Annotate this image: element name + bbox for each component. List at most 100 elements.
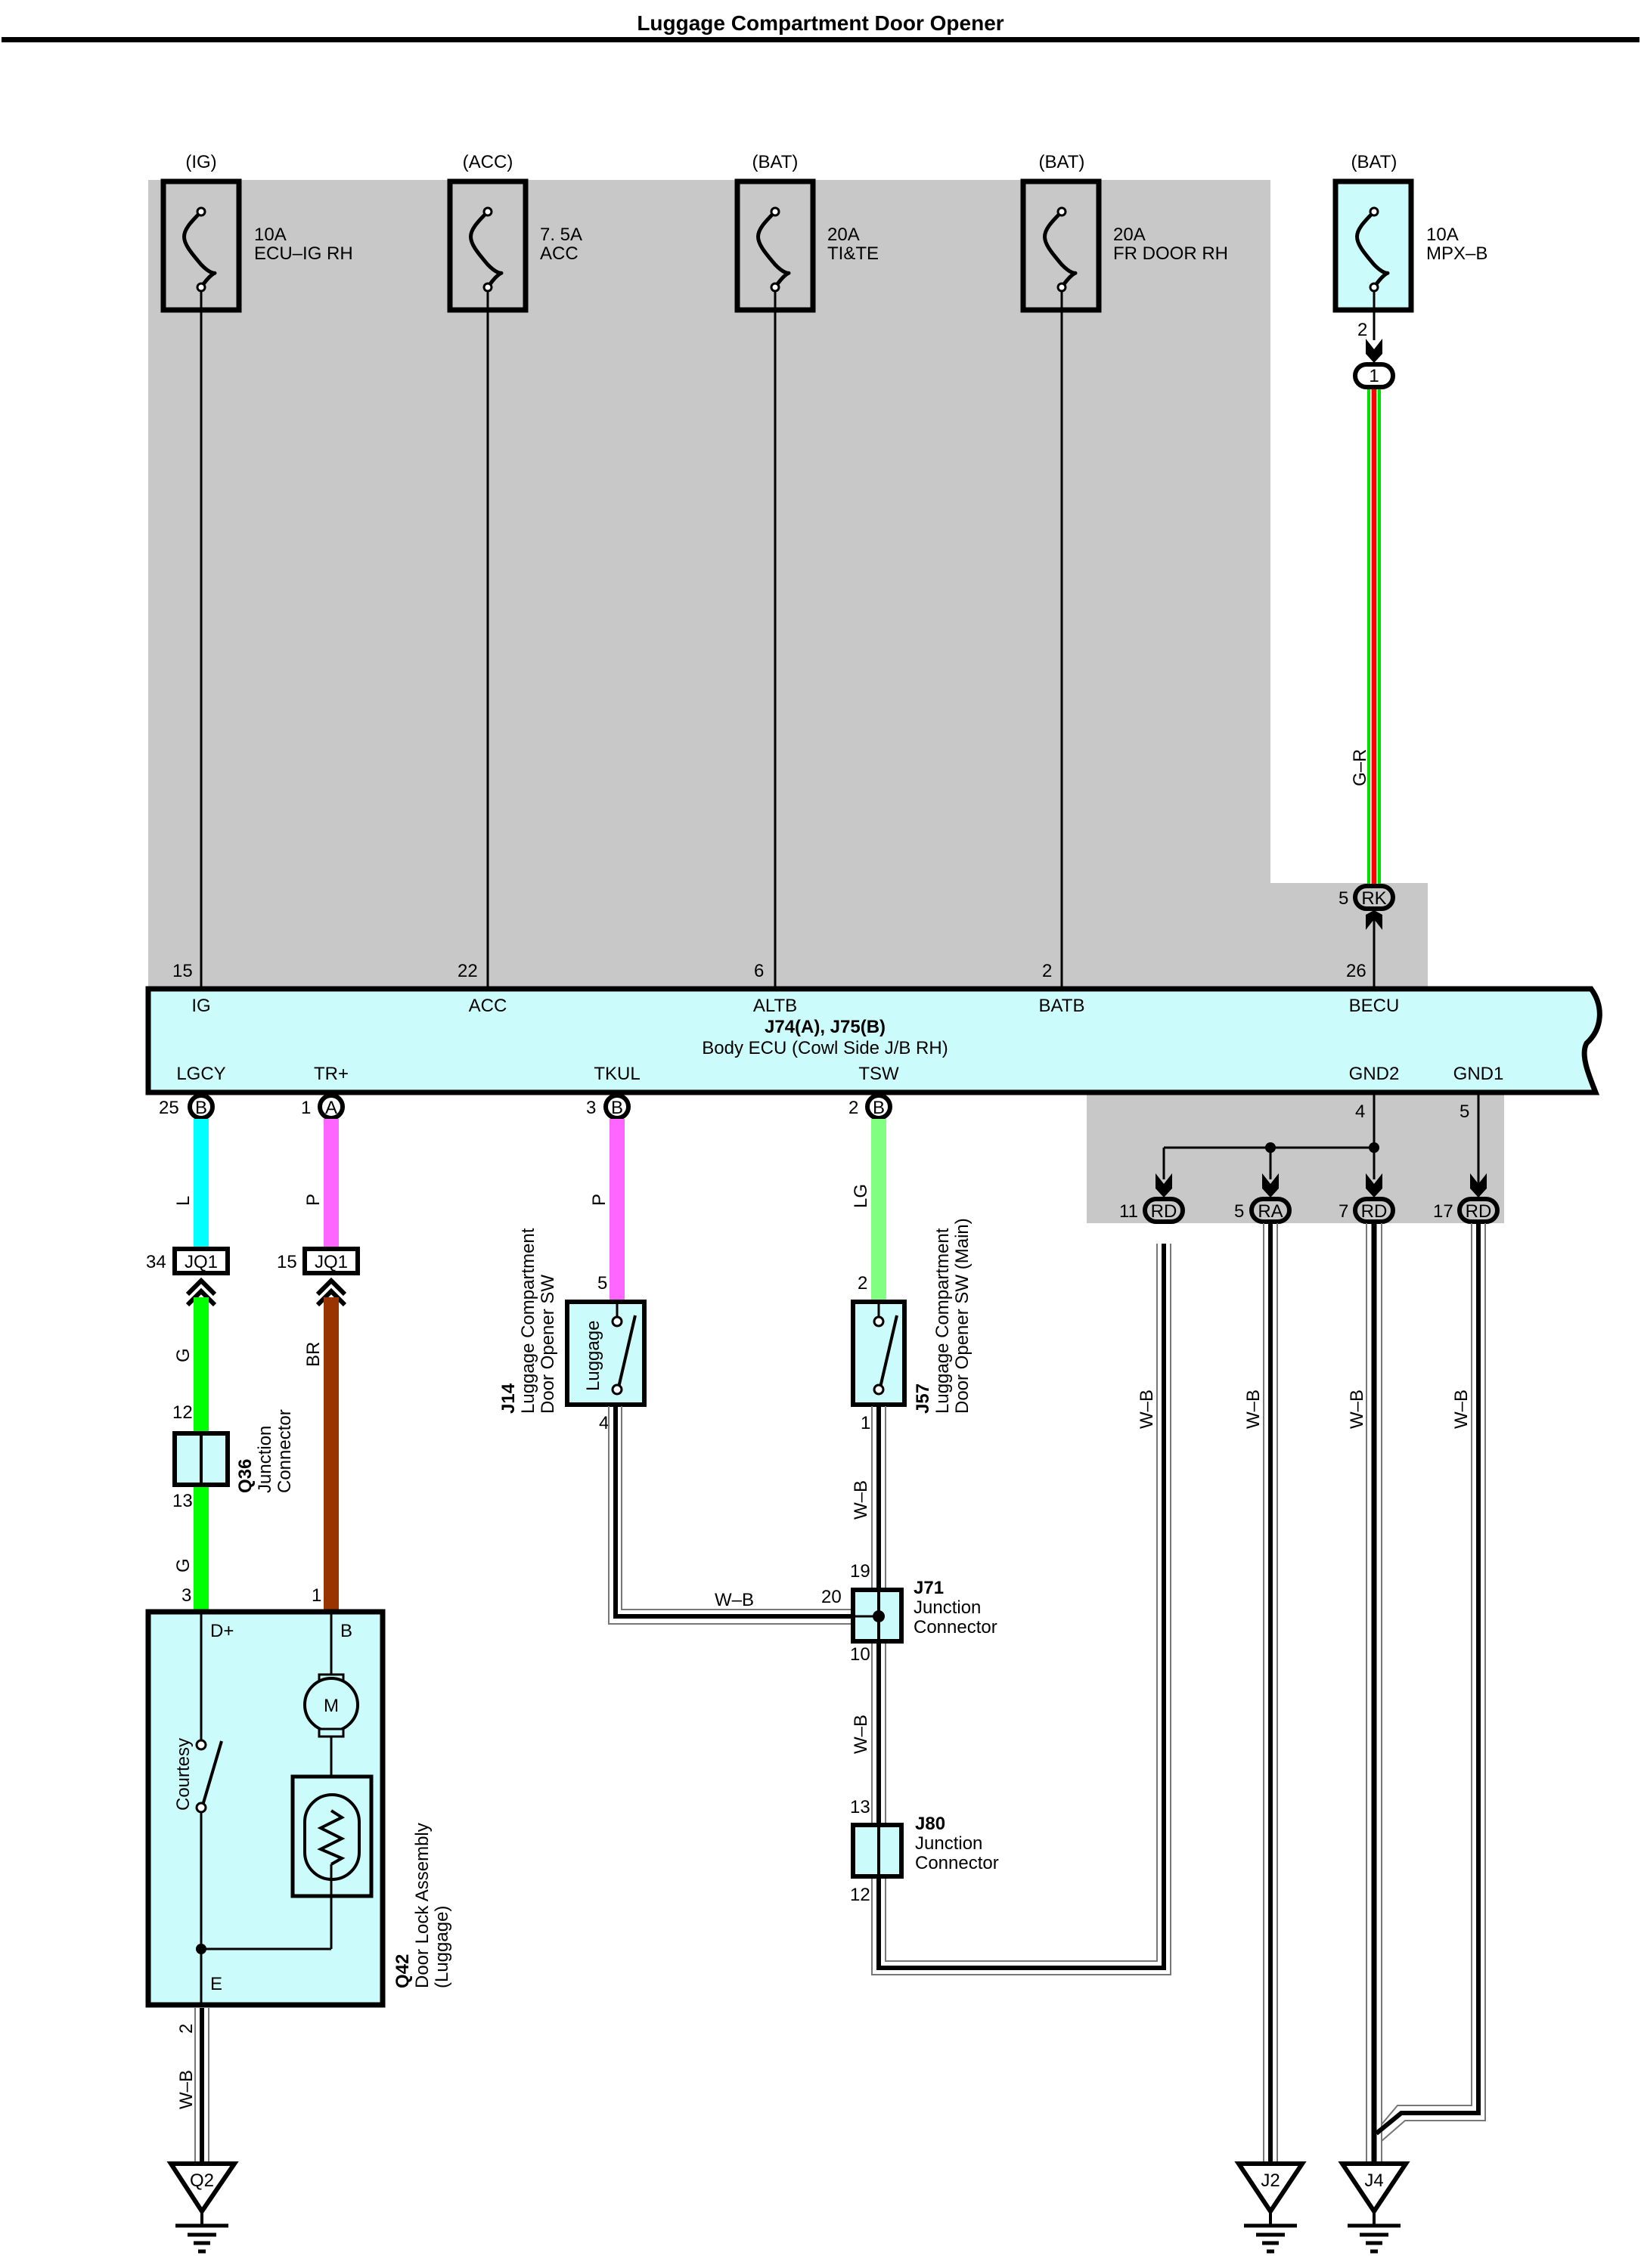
ecu-terminal-altb: ALTB: [753, 996, 797, 1016]
wire-p: [610, 1119, 625, 1300]
fuse-source-label: (BAT): [1039, 152, 1085, 172]
wire-lg: [871, 1119, 886, 1300]
fuse-ti-te: (BAT) 20A TI&TE 6: [734, 152, 879, 989]
wire-color-label: L: [173, 1196, 194, 1206]
ecu-terminal-becu: BECU: [1349, 996, 1400, 1016]
terminal-e: E: [210, 1974, 222, 1994]
fuse-source-label: (BAT): [752, 152, 799, 172]
wire-color-label: P: [589, 1194, 610, 1206]
connector-1: [1353, 362, 1395, 389]
wb-harness: W–B W–B W–B: [608, 1244, 1171, 1975]
connector-rk: [1353, 884, 1395, 911]
fuse-ecu-ig-rh: (IG) 10A ECU–IG RH 15: [160, 152, 353, 989]
ecu-terminal-tsw: TSW: [858, 1064, 899, 1084]
fuse-source-label: (ACC): [463, 152, 513, 172]
wire-color-label: W–B: [715, 1590, 754, 1610]
title-rule: [2, 37, 1639, 42]
wire-color-label: W–B: [1347, 1390, 1367, 1429]
pin-number: 20: [821, 1587, 842, 1607]
ground-q2: 2 W–B Q2: [166, 2008, 239, 2254]
fuse-icon: [756, 210, 791, 289]
fuse-fr-door-rh: (BAT) 20A FR DOOR RH 2: [1020, 152, 1228, 989]
j14-code: J14: [498, 1383, 519, 1414]
lgcy-circuit: L JQ1 34 G 12 13 Q36 Junction Connector …: [146, 1119, 295, 1612]
ecu-pin-tkul: B 3: [586, 1093, 631, 1120]
ground-point-label: Q2: [190, 2170, 214, 2191]
pin-number: 5: [1234, 1201, 1244, 1222]
pin-number: 1: [861, 1413, 870, 1433]
pin-number: 2: [176, 2024, 197, 2034]
fuse-acc: (ACC) 7. 5A ACC 22: [447, 152, 582, 989]
ground-j2: J2: [1234, 2161, 1307, 2254]
connector-arrow-icon: [1366, 910, 1382, 930]
pin-number: 10: [850, 1644, 870, 1665]
ground-connector-ra-5: RA 5 W–B: [1234, 1197, 1292, 2164]
j80-name: Connector: [915, 1853, 999, 1873]
fuse-name: TI&TE: [827, 243, 879, 264]
pin-number: 2: [848, 1098, 858, 1118]
fuse-rating: 20A: [827, 225, 860, 245]
ecu-ground-distribution: 4 5: [1156, 1092, 1487, 1202]
ecu-code: J74(A), J75(B): [765, 1017, 886, 1037]
j57-name: Door Opener SW (Main): [952, 1218, 973, 1414]
ecu-pin-label: 26: [1346, 961, 1366, 981]
wire-color-label: W–B: [1137, 1390, 1157, 1429]
ecu-pin-tsw: B 2: [848, 1093, 892, 1120]
fuse-icon: [1355, 210, 1390, 289]
wire-color-label: G: [173, 1558, 194, 1572]
q36-name: Connector: [275, 1409, 295, 1493]
ecu-terminal-acc: ACC: [469, 996, 507, 1016]
ground-connector-rd-11: RD 11 W–B: [1119, 1197, 1185, 1429]
switch-inner-label: Luggage: [583, 1321, 603, 1391]
connector-label: RA: [1258, 1201, 1283, 1222]
wire-color-label: P: [303, 1194, 324, 1206]
connector-label: JQ1: [185, 1252, 218, 1272]
ecu-terminal-lgcy: LGCY: [176, 1064, 225, 1084]
fuse-pin-label: 2: [1357, 320, 1367, 340]
pin-number: 1: [312, 1585, 321, 1606]
pin-number: 5: [1460, 1101, 1469, 1122]
ground-icon: [1338, 2161, 1410, 2216]
j71-code: J71: [914, 1578, 944, 1598]
pin-number: 15: [277, 1252, 297, 1272]
fuse-rating: 7. 5A: [540, 225, 582, 245]
wire-color-label: W–B: [176, 2070, 197, 2109]
fuse-mpx-b: (BAT) 10A MPX–B 2 1 G–R RK 5 26: [1332, 152, 1487, 989]
j14-name: Luggage Compartment: [518, 1228, 538, 1414]
junction-block-shade-top: [148, 180, 1428, 989]
ecu-terminal-gnd2: GND2: [1349, 1064, 1400, 1084]
diagram-title: Luggage Compartment Door Opener: [637, 11, 1004, 35]
junction-dot: [196, 1944, 206, 1954]
connector-arrow-icon: [1366, 339, 1382, 363]
junction-connector-j80: 13 12 J80 Junction Connector: [850, 1797, 999, 1905]
resistor-icon: [317, 1809, 346, 1866]
pin-number: 2: [858, 1273, 867, 1294]
pin-number: 5: [597, 1273, 607, 1294]
fuse-icon: [469, 210, 504, 289]
fuse-name: FR DOOR RH: [1113, 243, 1228, 264]
ecu-terminal-ig: IG: [191, 996, 210, 1016]
terminal-b: B: [340, 1621, 352, 1641]
door-lock-assembly-q42: D+ B E Courtesy M Q42 Door Lock Assembly…: [145, 1609, 452, 2008]
j71-name: Junction: [914, 1597, 981, 1618]
wire-br: [324, 1297, 339, 1612]
q42-name: Door Lock Assembly: [412, 1823, 433, 1988]
connector-chevron-icon: [315, 1277, 347, 1307]
j14-name: Door Opener SW: [538, 1275, 558, 1414]
wire-p: [324, 1119, 339, 1247]
fuse-name: MPX–B: [1426, 243, 1487, 264]
ground-icon: [1234, 2161, 1307, 2216]
motor-label: M: [324, 1696, 339, 1716]
switch-icon: [879, 1315, 898, 1388]
wire-color-label: W–B: [851, 1715, 871, 1754]
switch-contact: [195, 1739, 207, 1751]
junction-connector-j71: 19 20 10 J71 Junction Connector: [821, 1561, 997, 1665]
q42-code: Q42: [392, 1954, 413, 1988]
j57-code: J57: [913, 1383, 933, 1414]
pin-number: 25: [159, 1098, 179, 1118]
connector-jq1-15: [302, 1247, 360, 1275]
ground-connector-rd-17: RD 17 W–B: [1375, 1197, 1500, 2142]
connector-arrow-icon: [1470, 1173, 1487, 1198]
fuse-source-label: (IG): [185, 152, 216, 172]
